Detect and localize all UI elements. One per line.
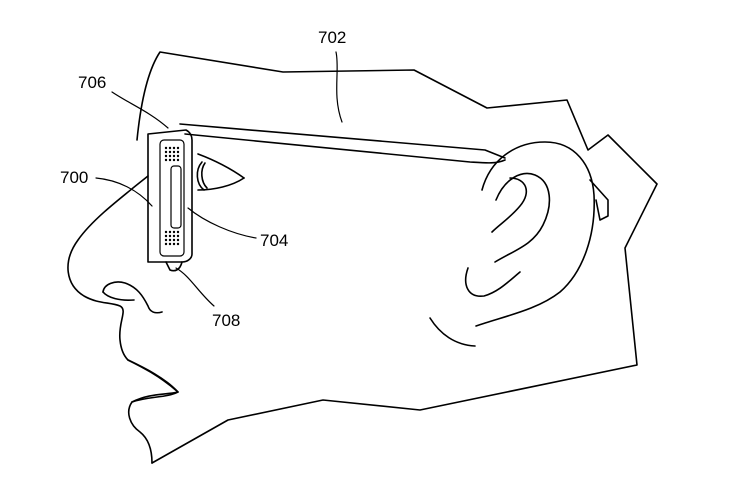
eye — [196, 153, 245, 191]
display-pixels-top — [164, 146, 180, 162]
leader-700 — [95, 177, 153, 207]
display-module — [147, 129, 193, 272]
leader-702 — [335, 51, 343, 123]
ear — [429, 141, 595, 347]
display-pixels-bottom — [164, 230, 180, 246]
ref-label-702: 702 — [318, 28, 346, 47]
ref-label-700: 700 — [60, 168, 88, 187]
head-outline — [136, 51, 658, 464]
glasses-temple-arm — [179, 123, 609, 221]
ref-label-708: 708 — [212, 311, 240, 330]
leader-706 — [111, 91, 169, 129]
ref-label-706: 706 — [78, 73, 106, 92]
leader-lines — [95, 51, 343, 307]
nostril — [102, 281, 163, 314]
face-profile — [67, 175, 179, 464]
leader-708 — [175, 267, 215, 307]
ref-label-704: 704 — [260, 231, 288, 250]
leader-704 — [187, 207, 257, 239]
